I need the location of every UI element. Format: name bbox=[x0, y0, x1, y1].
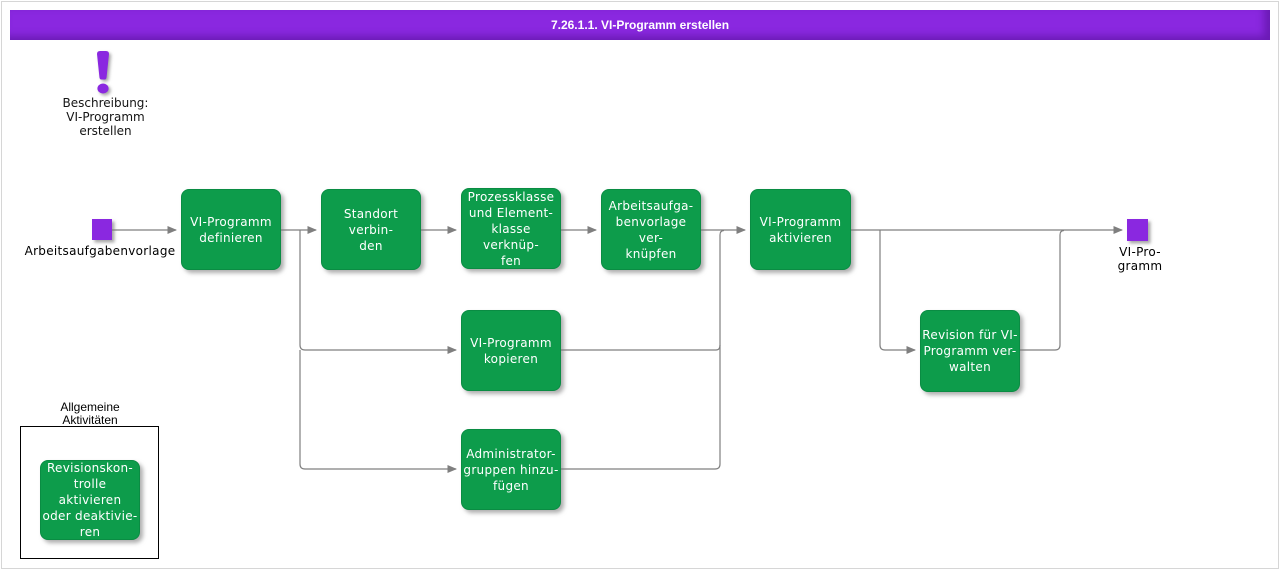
task-revision-verwalten[interactable]: Revision für VI- Programm ver- walten bbox=[920, 310, 1020, 392]
task-standort-verbinden[interactable]: Standort verbin- den bbox=[321, 189, 421, 270]
task-vi-programm-kopieren[interactable]: VI-Programm kopieren bbox=[461, 310, 561, 391]
description-note: Beschreibung: VI-Programm erstellen bbox=[62, 96, 149, 138]
end-node bbox=[1127, 219, 1148, 241]
end-node-label: VI-Pro- gramm bbox=[1117, 245, 1163, 273]
task-vi-programm-definieren[interactable]: VI-Programm definieren bbox=[181, 189, 281, 270]
task-arbeitsaufgabenvorlage-verknuepfen[interactable]: Arbeitsaufga- benvorlage ver- knüpfen bbox=[601, 189, 701, 270]
page-title: 7.26.1.1. VI-Programm erstellen bbox=[550, 18, 730, 32]
title-bar: 7.26.1.1. VI-Programm erstellen bbox=[10, 10, 1270, 40]
start-node bbox=[92, 219, 112, 240]
group-label: Allgemeine Aktivitäten bbox=[60, 400, 120, 427]
task-revisionskontrolle[interactable]: Revisionskon- trolle aktivieren oder dea… bbox=[40, 460, 140, 540]
task-prozessklasse-verknuepfen[interactable]: Prozessklasse und Element- klasse verknü… bbox=[461, 188, 561, 269]
start-node-label: Arbeitsaufgabenvorlage bbox=[24, 244, 176, 258]
exclamation-icon bbox=[92, 50, 116, 96]
task-administratorgruppen-hinzufuegen[interactable]: Administrator- gruppen hinzu- fügen bbox=[461, 429, 561, 510]
task-vi-programm-aktivieren[interactable]: VI-Programm aktivieren bbox=[750, 189, 851, 270]
